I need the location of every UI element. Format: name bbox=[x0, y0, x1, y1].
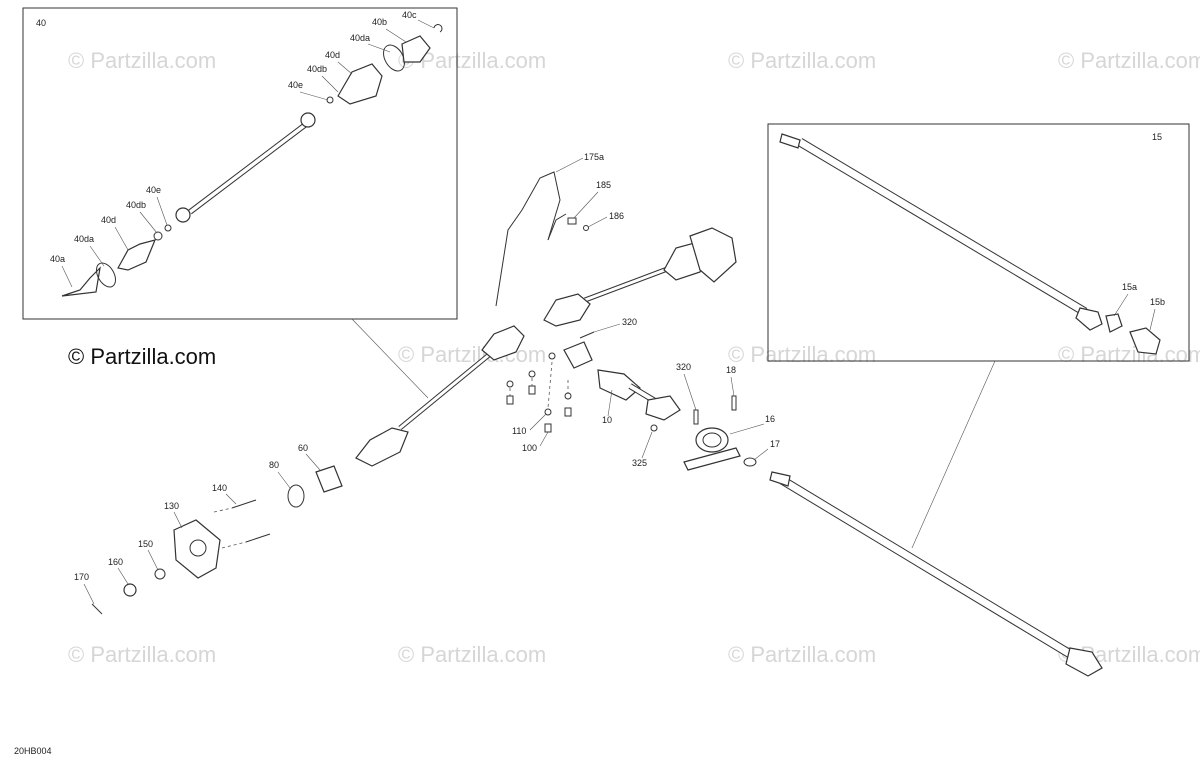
center-bearing bbox=[683, 395, 757, 471]
callout-160: 160 bbox=[108, 557, 123, 567]
inset-frame bbox=[22, 7, 458, 320]
callout-60: 60 bbox=[298, 443, 308, 453]
clamp-ring bbox=[96, 262, 116, 288]
callout-40e-top: 40e bbox=[288, 80, 303, 90]
watermark: © Partzilla.com bbox=[398, 342, 546, 367]
watermark: © Partzilla.com bbox=[398, 642, 546, 667]
diagram-code: 20HB004 bbox=[14, 746, 52, 756]
watermarks: © Partzilla.com © Partzilla.com © Partzi… bbox=[68, 48, 1200, 667]
tripod-top bbox=[300, 112, 316, 128]
yoke bbox=[1075, 307, 1103, 331]
inset-driveshaft-15: 15 15a 15b bbox=[767, 123, 1190, 362]
watermark: © Partzilla.com bbox=[1058, 48, 1200, 73]
circlip-80 bbox=[287, 484, 305, 508]
callout-40c: 40c bbox=[402, 10, 417, 20]
callout-110: 110 bbox=[512, 426, 526, 436]
callout-40d-top: 40d bbox=[325, 50, 340, 60]
callout-18: 18 bbox=[726, 365, 736, 375]
boot-inner bbox=[481, 325, 525, 361]
callout-140: 140 bbox=[212, 483, 227, 493]
callout-40a: 40a bbox=[50, 254, 65, 264]
washer-150 bbox=[154, 568, 166, 580]
callout-186: 186 bbox=[609, 211, 624, 221]
watermark: © Partzilla.com bbox=[728, 642, 876, 667]
boot-outer bbox=[355, 427, 409, 467]
wheel-hub-group bbox=[91, 465, 343, 615]
watermark-main: © Partzilla.com bbox=[68, 344, 216, 369]
callout-80: 80 bbox=[269, 460, 279, 470]
knuckle-130 bbox=[173, 519, 221, 579]
callout-16: 16 bbox=[765, 414, 775, 424]
callout-40d: 40d bbox=[101, 215, 116, 225]
rear-yoke bbox=[1065, 647, 1103, 677]
callout-40b: 40b bbox=[372, 17, 387, 27]
clamp-ring-top bbox=[383, 44, 405, 72]
callout-185: 185 bbox=[596, 180, 611, 190]
nut-160 bbox=[123, 583, 137, 597]
callout-325: 325 bbox=[632, 458, 647, 468]
front-axle-right bbox=[543, 227, 737, 327]
inset-axle-40: 40 40a 40da 40d 40db 40e 40e 40db 4 bbox=[22, 7, 458, 320]
watermark: © Partzilla.com bbox=[728, 48, 876, 73]
watermark: © Partzilla.com bbox=[728, 342, 876, 367]
cv-joint-bottom bbox=[61, 266, 101, 297]
callout-17: 17 bbox=[770, 439, 780, 449]
callout-40db: 40db bbox=[126, 200, 146, 210]
callout-130: 130 bbox=[164, 501, 179, 511]
callout-40da: 40da bbox=[74, 234, 94, 244]
rear-driveshaft bbox=[769, 471, 1103, 677]
front-axle-left bbox=[355, 325, 525, 467]
circlip bbox=[433, 24, 443, 33]
tripod bbox=[175, 207, 191, 223]
spline-end bbox=[779, 133, 801, 149]
o-ring-17 bbox=[743, 457, 757, 467]
watermark: © Partzilla.com bbox=[68, 48, 216, 73]
front-differential bbox=[689, 227, 737, 283]
callout-100: 100 bbox=[522, 443, 537, 453]
watermark: © Partzilla.com bbox=[1058, 342, 1200, 367]
callout-150: 150 bbox=[138, 539, 153, 549]
boot-bottom bbox=[117, 239, 157, 271]
callout-10: 10 bbox=[602, 415, 612, 425]
inset-title: 15 bbox=[1152, 132, 1162, 142]
propeller-shaft bbox=[563, 341, 681, 421]
callout-40e: 40e bbox=[146, 185, 161, 195]
callout-40db-top: 40db bbox=[307, 64, 327, 74]
inset-title: 40 bbox=[36, 18, 46, 28]
cotter-pin-170 bbox=[91, 603, 103, 615]
yoke-end bbox=[1129, 327, 1161, 355]
watermark: © Partzilla.com bbox=[68, 642, 216, 667]
cv-joint-top bbox=[401, 35, 431, 63]
callout-170: 170 bbox=[74, 572, 89, 582]
clamp-small bbox=[153, 231, 163, 241]
callout-320a: 320 bbox=[622, 317, 637, 327]
callout-320b: 320 bbox=[676, 362, 691, 372]
boot-top bbox=[337, 63, 383, 105]
callout-15a: 15a bbox=[1122, 282, 1137, 292]
callouts-main: 175a 185 186 320 320 18 16 17 10 110 100… bbox=[74, 152, 780, 605]
callout-175a: 175a bbox=[584, 152, 604, 162]
vent-tube bbox=[495, 171, 561, 307]
bearing-60 bbox=[315, 465, 343, 493]
cross-bearing bbox=[1105, 313, 1123, 333]
inset-frame bbox=[767, 123, 1190, 362]
callout-40da-top: 40da bbox=[350, 33, 370, 43]
callout-15b: 15b bbox=[1150, 297, 1165, 307]
fasteners-center bbox=[506, 331, 658, 433]
